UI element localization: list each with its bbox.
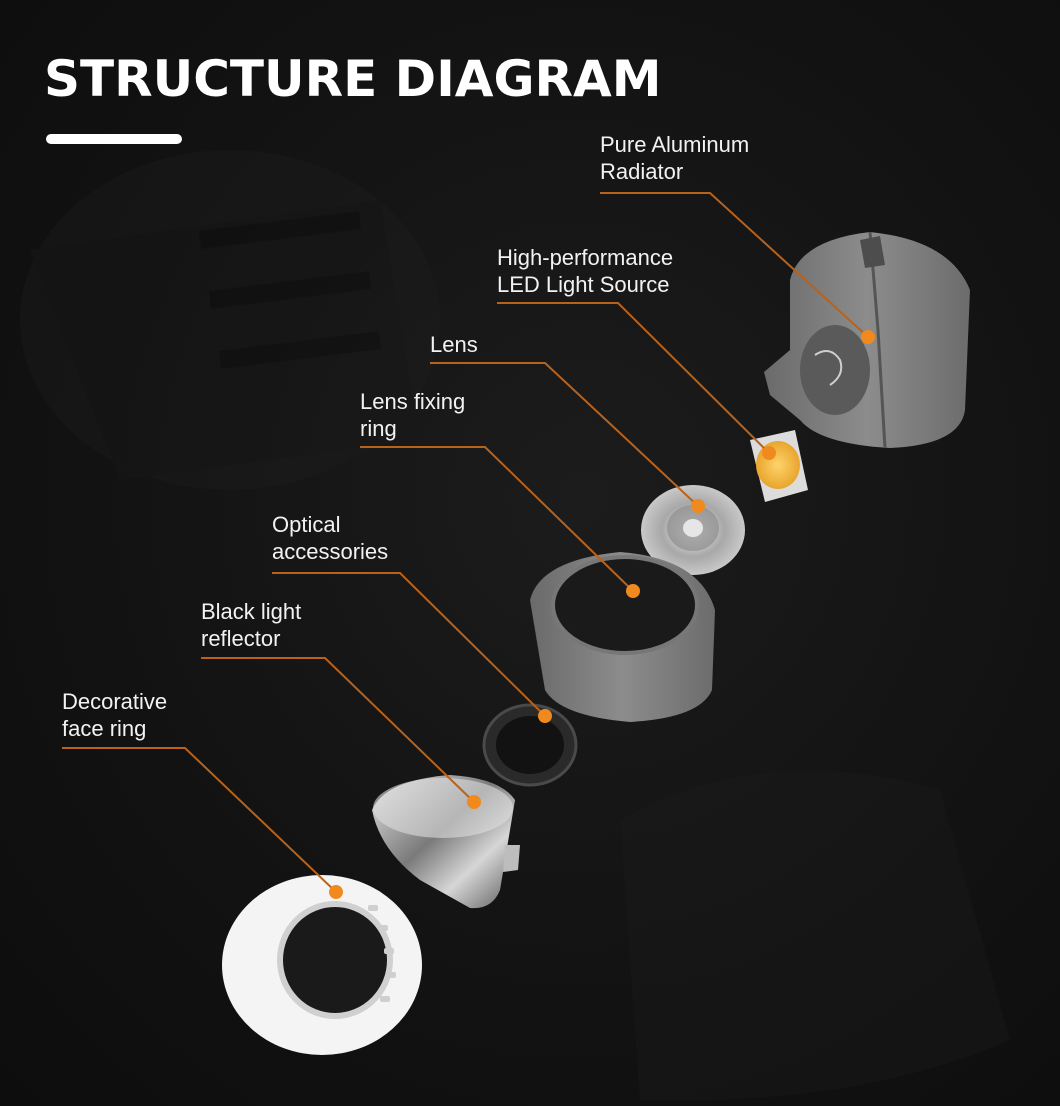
- lens-part: [641, 485, 745, 575]
- leader-line-radiator: [600, 192, 869, 338]
- label-line: Decorative: [62, 689, 168, 714]
- background-silhouette: [20, 150, 1010, 1101]
- radiator-part: [764, 231, 970, 449]
- leader-line-face-ring: [62, 747, 337, 893]
- label-line: High-performance: [497, 245, 674, 270]
- led-chip-part: [750, 430, 808, 502]
- leader-line-led: [497, 302, 770, 454]
- leader-line-lens: [430, 362, 699, 507]
- leader-line-optical: [272, 572, 546, 717]
- label-line: Black light: [201, 599, 302, 624]
- leader-lines: [62, 192, 869, 893]
- label-reflector: Black light reflector: [201, 598, 301, 652]
- leader-line-fixing-ring: [360, 446, 634, 592]
- dot-face-ring: [329, 885, 343, 899]
- page-title: STRUCTURE DIAGRAM: [44, 50, 662, 108]
- label-line: LED Light Source: [497, 272, 670, 297]
- label-line: ring: [360, 416, 397, 441]
- face-ring-part: [222, 875, 422, 1055]
- label-line: Pure Aluminum: [600, 132, 750, 157]
- callout-dots: [329, 330, 875, 899]
- leader-line-reflector: [201, 657, 475, 803]
- dot-optical: [538, 709, 552, 723]
- dot-reflector: [467, 795, 481, 809]
- label-line: Lens fixing: [360, 389, 466, 414]
- label-fixing-ring: Lens fixing ring: [360, 388, 465, 442]
- label-optical: Optical accessories: [272, 511, 388, 565]
- label-line: face ring: [62, 716, 147, 741]
- dot-fixing-ring: [626, 584, 640, 598]
- label-line: Lens: [430, 332, 478, 357]
- label-line: Optical: [272, 512, 341, 537]
- label-lens: Lens: [430, 331, 478, 358]
- dot-radiator: [861, 330, 875, 344]
- label-led: High-performance LED Light Source: [497, 244, 673, 298]
- label-line: accessories: [272, 539, 389, 564]
- dot-led: [762, 446, 776, 460]
- optical-accessory-part: [482, 703, 578, 787]
- label-face-ring: Decorative face ring: [62, 688, 167, 742]
- lens-fixing-ring-part: [530, 552, 715, 722]
- label-line: Radiator: [600, 159, 684, 184]
- title-underline: [46, 134, 182, 144]
- reflector-part: [372, 775, 520, 909]
- dot-lens: [691, 499, 705, 513]
- label-line: reflector: [201, 626, 281, 651]
- label-radiator: Pure Aluminum Radiator: [600, 131, 749, 185]
